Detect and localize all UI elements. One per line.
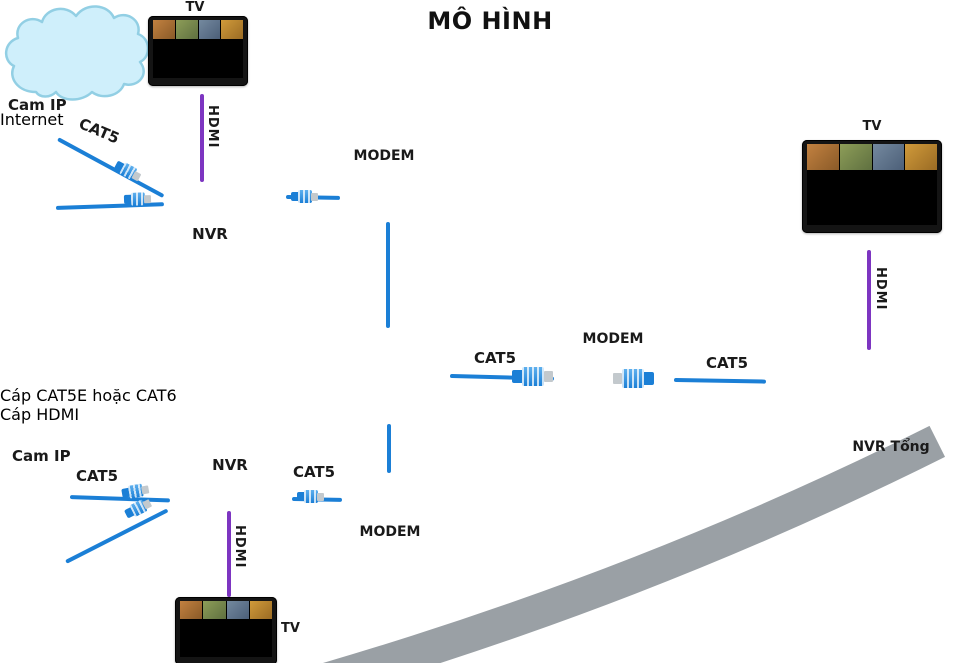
hdmi-cable	[227, 511, 231, 597]
tv-right-label: TV	[862, 119, 882, 134]
internet-label: Internet	[0, 110, 64, 129]
camera-feed-cell	[807, 199, 839, 225]
tv-screen-grid	[180, 601, 272, 657]
cat5-cable	[673, 378, 767, 384]
camera-feed-cell	[203, 639, 225, 657]
tv-stand-base	[0, 297, 88, 305]
modem-label-top: MODEM	[353, 148, 415, 164]
camera-feed-cell	[226, 601, 249, 619]
camera-feed-cell	[203, 601, 226, 619]
nvr-device	[0, 305, 128, 337]
camera-feed-cell	[905, 144, 937, 171]
camera-feed-cell	[176, 59, 198, 78]
camera-feed-cell	[905, 199, 937, 225]
cat5-cable	[386, 222, 390, 328]
tv-bottom-label: TV	[281, 621, 300, 636]
camera-feed-cell	[203, 620, 225, 638]
cat5-cable	[387, 424, 391, 473]
nvr-label-bottom: NVR	[212, 456, 248, 474]
camera-feed-cell	[905, 171, 937, 197]
camera-feed-cell	[872, 144, 905, 171]
camera-feed-cell	[199, 59, 221, 78]
tv-monitor	[148, 16, 248, 86]
page-curl-artifact	[322, 425, 946, 663]
camera-feed-cell	[153, 20, 175, 39]
modem-device	[0, 173, 106, 225]
camera-feed-cell	[807, 144, 839, 171]
camera-feed-cell	[153, 40, 175, 59]
diagram-title: MÔ HÌNH	[427, 7, 553, 35]
main-nvr-label: NVR Tổng	[852, 439, 930, 455]
cat5-label-main-nvr: CAT5	[705, 354, 749, 372]
hdmi-label-top: HDMI	[205, 105, 220, 149]
tv-screen-grid	[807, 144, 937, 225]
hdmi-label-bottom: HDMI	[232, 525, 247, 569]
cat5-label-cloud-right-a: CAT5	[473, 349, 517, 367]
modem-label-bottom: MODEM	[359, 524, 421, 540]
camera-feed-cell	[840, 171, 872, 197]
tv-screen-grid	[153, 20, 243, 78]
hdmi-cable	[867, 250, 871, 350]
hdmi-cable	[200, 94, 204, 182]
camera-feed-cell	[873, 171, 905, 197]
camera-feed-cell	[175, 20, 198, 39]
legend-cat5-label: Cáp CAT5E hoặc CAT6	[0, 386, 177, 405]
cat5-label-bottom-cam: CAT5	[75, 467, 119, 485]
camera-feed-cell	[840, 199, 872, 225]
camera-feed-cell	[227, 639, 249, 657]
camera-feed-cell	[180, 620, 202, 638]
camera-feed-cell	[180, 639, 202, 657]
modem-device	[0, 337, 106, 386]
main-modem-label: MODEM	[582, 331, 644, 347]
camera-feed-cell	[221, 20, 243, 39]
tv-monitor	[175, 597, 277, 663]
camera-feed-cell	[807, 171, 839, 197]
camera-feed-cell	[250, 620, 272, 638]
camera-feed-cell	[221, 40, 243, 59]
camera-feed-cell	[198, 20, 221, 39]
camera-feed-cell	[221, 59, 243, 78]
camera-feed-cell	[199, 40, 221, 59]
rj45-connector	[613, 369, 654, 388]
internet-cloud	[0, 0, 972, 110]
tv-top-label: TV	[185, 0, 205, 15]
legend-hdmi-label: Cáp HDMI	[0, 405, 80, 424]
cat5-label-bottom-nvr: CAT5	[292, 463, 336, 481]
nvr-label-top: NVR	[192, 225, 228, 243]
camera-feed-cell	[153, 59, 175, 78]
rj45-connector	[512, 367, 553, 386]
camera-feed-cell	[873, 199, 905, 225]
camera-feed-cell	[227, 620, 249, 638]
rj45-connector	[297, 490, 324, 503]
tv-monitor	[802, 140, 942, 233]
cam-ip-label-top: Cam IP	[8, 96, 67, 114]
camera-feed-cell	[176, 40, 198, 59]
camera-feed-cell	[250, 639, 272, 657]
camera-feed-cell	[180, 601, 203, 619]
camera-feed-cell	[249, 601, 272, 619]
camera-feed-cell	[839, 144, 872, 171]
main-modem-device	[0, 225, 130, 291]
cam-ip-label-bottom: Cam IP	[12, 447, 71, 465]
hdmi-label-right: HDMI	[873, 267, 888, 311]
cloud-shape	[5, 5, 150, 101]
rj45-connector	[291, 190, 318, 203]
rj45-connector	[123, 192, 152, 206]
